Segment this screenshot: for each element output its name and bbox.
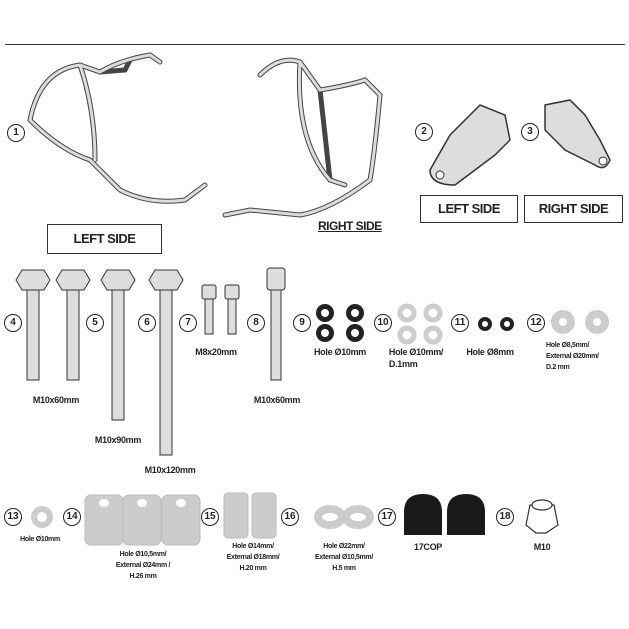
part-number: 8 <box>247 314 265 332</box>
bracket-left-box: LEFT SIDE <box>420 195 518 223</box>
right-side-tag: RIGHT SIDE <box>318 219 382 233</box>
washer-13 <box>31 506 53 528</box>
top-rule <box>5 44 625 45</box>
label-line: Hole Ø10mm/ <box>388 347 444 357</box>
bolts <box>15 267 286 456</box>
left-crash-bar <box>27 52 208 204</box>
nut-18 <box>525 499 559 534</box>
label-line: Hole Ø10,5mm/ <box>119 551 167 558</box>
part-number: 1 <box>7 124 25 142</box>
washers-11 <box>478 317 514 331</box>
part-label: M10x60mm <box>253 395 301 405</box>
part-number: 11 <box>451 314 469 332</box>
part-label: Hole Ø22mm/External Ø10,5mm/H.5 mm <box>315 541 373 574</box>
label-line: Hole Ø8,5mm/ <box>546 342 590 349</box>
label-line: D.1mm <box>388 359 418 369</box>
part-label: Hole Ø10mm <box>313 347 367 357</box>
part-number: 6 <box>138 314 156 332</box>
left-side-box: LEFT SIDE <box>47 224 162 254</box>
bracket-right <box>544 99 611 169</box>
part-label: Hole Ø8,5mm/External Ø20mm/D.2 mm <box>546 340 599 373</box>
label-line: H.5 mm <box>332 565 356 572</box>
part-label: Hole Ø10,5mm/External Ø24mm / H.26 mm <box>115 549 171 582</box>
label-line: External Ø24mm / <box>115 562 171 569</box>
part-number: 3 <box>521 123 539 141</box>
washers-12 <box>551 310 609 334</box>
label-line: External Ø10,5mm/ <box>315 554 373 561</box>
part-number: 17 <box>378 508 396 526</box>
part-number: 5 <box>86 314 104 332</box>
spacers-16 <box>314 505 374 529</box>
part-label: M10x90mm <box>94 435 142 445</box>
part-label: 17COP <box>413 542 443 552</box>
part-number: 18 <box>496 508 514 526</box>
label-line: Hole Ø14mm/ <box>232 543 274 550</box>
part-label: Hole Ø10mm <box>20 536 60 543</box>
part-number: 16 <box>281 508 299 526</box>
part-label: M10 <box>533 542 551 552</box>
spacers-14 <box>84 494 201 546</box>
part-number: 14 <box>63 508 81 526</box>
part-label: M10x60mm <box>32 395 80 405</box>
part-label: M10x120mm <box>144 465 196 475</box>
label-line: External Ø20mm/ <box>546 353 599 360</box>
part-number: 7 <box>179 314 197 332</box>
label-line: H.26 mm <box>129 573 157 580</box>
label-line: D.2 mm <box>546 364 570 371</box>
part-number: 13 <box>4 508 22 526</box>
part-label: Hole Ø14mm/External Ø18mm/H.20 mm <box>227 541 280 574</box>
label-line: H.20 mm <box>239 565 267 572</box>
part-label: Hole Ø10mm/D.1mm <box>388 346 444 370</box>
part-number: 12 <box>527 314 545 332</box>
spacers-15 <box>223 492 277 539</box>
bracket-right-box: RIGHT SIDE <box>524 195 623 223</box>
label-line: Hole Ø22mm/ <box>323 543 365 550</box>
label-line: External Ø18mm/ <box>226 554 280 561</box>
part-number: 15 <box>201 508 219 526</box>
part-number: 2 <box>415 123 433 141</box>
washers-10 <box>397 303 443 345</box>
part-label: Hole Ø8mm <box>466 347 514 357</box>
bracket-left <box>429 104 511 186</box>
cap-nuts-17 <box>404 494 485 535</box>
part-number: 4 <box>4 314 22 332</box>
part-number: 9 <box>293 314 311 332</box>
part-number: 10 <box>374 314 392 332</box>
part-label: M8x20mm <box>195 347 237 357</box>
